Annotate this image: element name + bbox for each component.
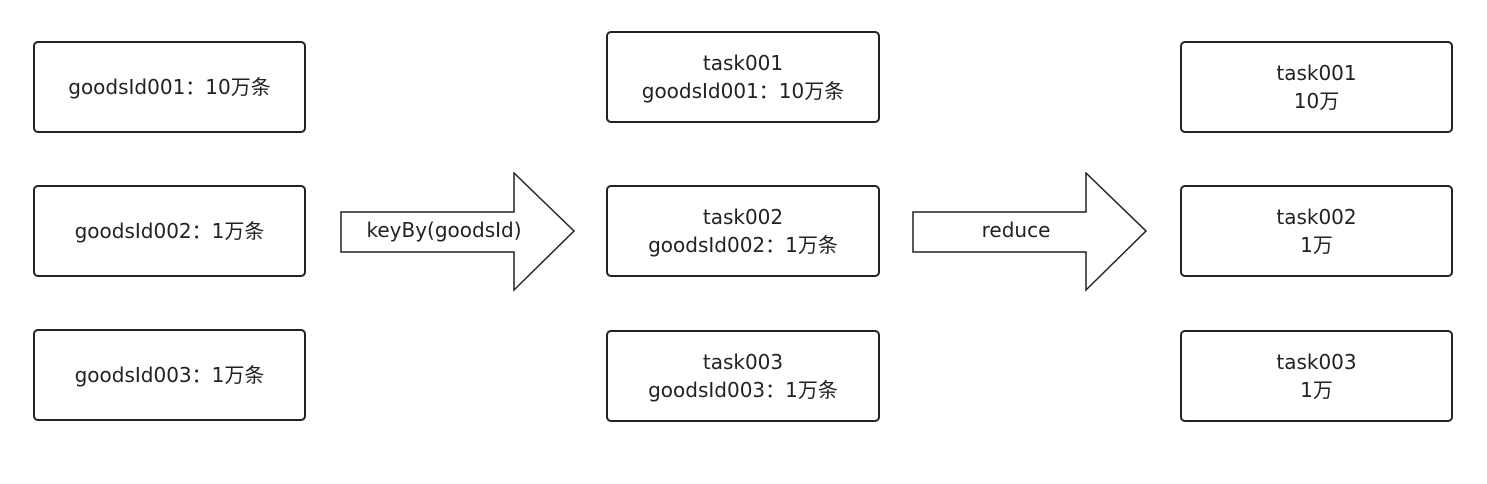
task-name: task003 xyxy=(702,350,784,374)
reduce-arrow-label: reduce xyxy=(981,218,1051,242)
source-record-box-goodsid002: goodsId002：1万条 xyxy=(33,185,306,277)
keyby-task-box-task002: task002 goodsId002：1万条 xyxy=(606,185,880,277)
source-record-label: goodsId003：1万条 xyxy=(74,363,265,387)
keyby-arrow-label: keyBy(goodsId) xyxy=(366,218,522,242)
task-name: task003 xyxy=(1276,350,1357,374)
source-record-box-goodsid001: goodsId001：10万条 xyxy=(33,41,306,133)
task-result: 10万 xyxy=(1293,89,1340,113)
reduce-task-box-task001: task001 10万 xyxy=(1180,41,1453,133)
task-content: goodsId001：10万条 xyxy=(641,79,845,103)
keyby-task-box-task003: task003 goodsId003：1万条 xyxy=(606,330,880,422)
source-record-box-goodsid003: goodsId003：1万条 xyxy=(33,329,306,421)
task-content: goodsId002：1万条 xyxy=(648,233,838,257)
keyby-task-box-task001: task001 goodsId001：10万条 xyxy=(606,31,880,123)
source-record-label: goodsId001：10万条 xyxy=(68,75,271,99)
task-name: task001 xyxy=(1276,61,1357,85)
reduce-arrow xyxy=(912,172,1148,292)
reduce-task-box-task002: task002 1万 xyxy=(1180,185,1453,277)
task-name: task002 xyxy=(1276,205,1357,229)
task-name: task001 xyxy=(702,51,784,75)
task-result: 1万 xyxy=(1300,378,1333,402)
source-record-label: goodsId002：1万条 xyxy=(74,219,265,243)
task-content: goodsId003：1万条 xyxy=(648,378,838,402)
keyby-arrow xyxy=(340,172,576,292)
task-name: task002 xyxy=(702,205,784,229)
task-result: 1万 xyxy=(1300,233,1333,257)
reduce-task-box-task003: task003 1万 xyxy=(1180,330,1453,422)
